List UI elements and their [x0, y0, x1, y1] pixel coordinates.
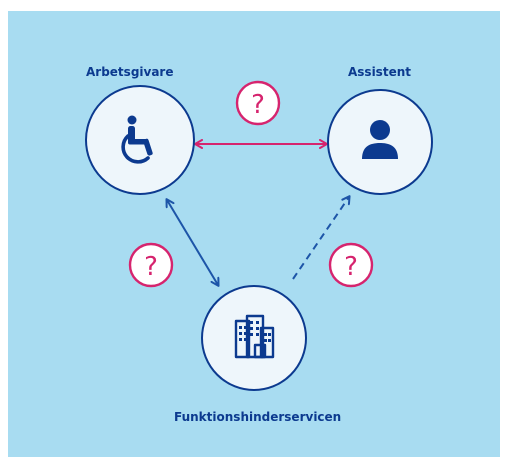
arrow-service-assistant-dashed [292, 195, 351, 280]
question-mark-right: ? [344, 252, 358, 282]
question-mark-left: ? [144, 252, 158, 282]
label-service: Funktionshinderservicen [174, 410, 342, 424]
question-badge-top: ? [235, 80, 281, 126]
buildings-icon [234, 314, 275, 359]
label-assistant: Assistent [348, 65, 411, 79]
node-employer [85, 85, 195, 195]
label-employer: Arbetsgivare [86, 65, 174, 79]
question-badge-right: ? [328, 242, 374, 288]
arrow-employer-service [165, 198, 220, 287]
node-assistant [327, 89, 433, 195]
wheelchair-icon [121, 115, 153, 164]
node-service [201, 285, 307, 391]
question-mark-top: ? [251, 90, 265, 120]
building-windows [239, 321, 271, 342]
person-icon [362, 120, 398, 159]
question-badge-left: ? [128, 242, 174, 288]
